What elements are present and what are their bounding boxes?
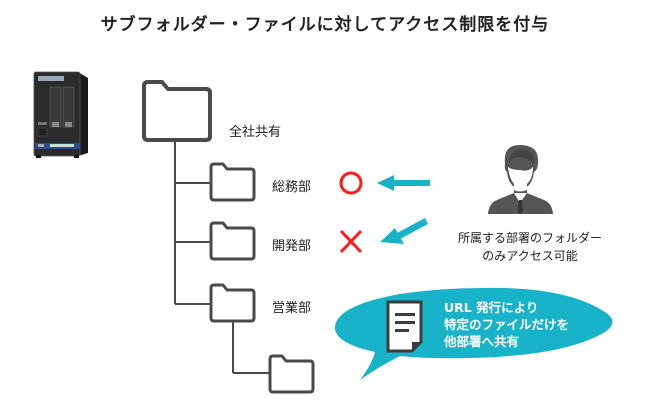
user-caption-line2: のみアクセス可能 — [482, 249, 578, 263]
nas-device-icon — [33, 71, 88, 158]
user-caption: 所属する部署のフォルダー のみアクセス可能 — [420, 229, 640, 265]
folder-icon-soumu[interactable] — [209, 162, 256, 202]
folder-label-root: 全社共有 — [229, 125, 282, 140]
diagram-title: サブフォルダー・ファイルに対してアクセス制限を付与 — [100, 15, 550, 35]
arrow-down-left-icon — [380, 218, 428, 244]
subfolder-icon[interactable] — [268, 354, 315, 394]
bubble-line3: 他部署へ共有 — [444, 334, 520, 349]
folder-label-eigyo: 営業部 — [272, 301, 312, 316]
tree-connectors — [174, 142, 270, 374]
circle-allowed-icon — [339, 171, 363, 195]
bubble-line1: URL 発行により — [444, 300, 539, 315]
cross-denied-icon — [339, 229, 363, 254]
folder-label-soumu: 総務部 — [272, 180, 312, 195]
bubble-line2: 特定のファイルだけを — [444, 317, 570, 332]
root-folder-icon[interactable] — [142, 80, 212, 142]
bubble-text: URL 発行により 特定のファイルだけを 他部署へ共有 — [444, 299, 569, 350]
folder-icon-kaihatsu[interactable] — [209, 221, 256, 261]
folder-label-kaihatsu: 開発部 — [272, 239, 312, 254]
folder-icon-eigyo[interactable] — [209, 283, 256, 323]
document-icon — [386, 300, 423, 353]
businessman-icon — [488, 145, 553, 214]
user-caption-line1: 所属する部署のフォルダー — [457, 231, 602, 245]
arrow-left-icon — [377, 175, 430, 191]
